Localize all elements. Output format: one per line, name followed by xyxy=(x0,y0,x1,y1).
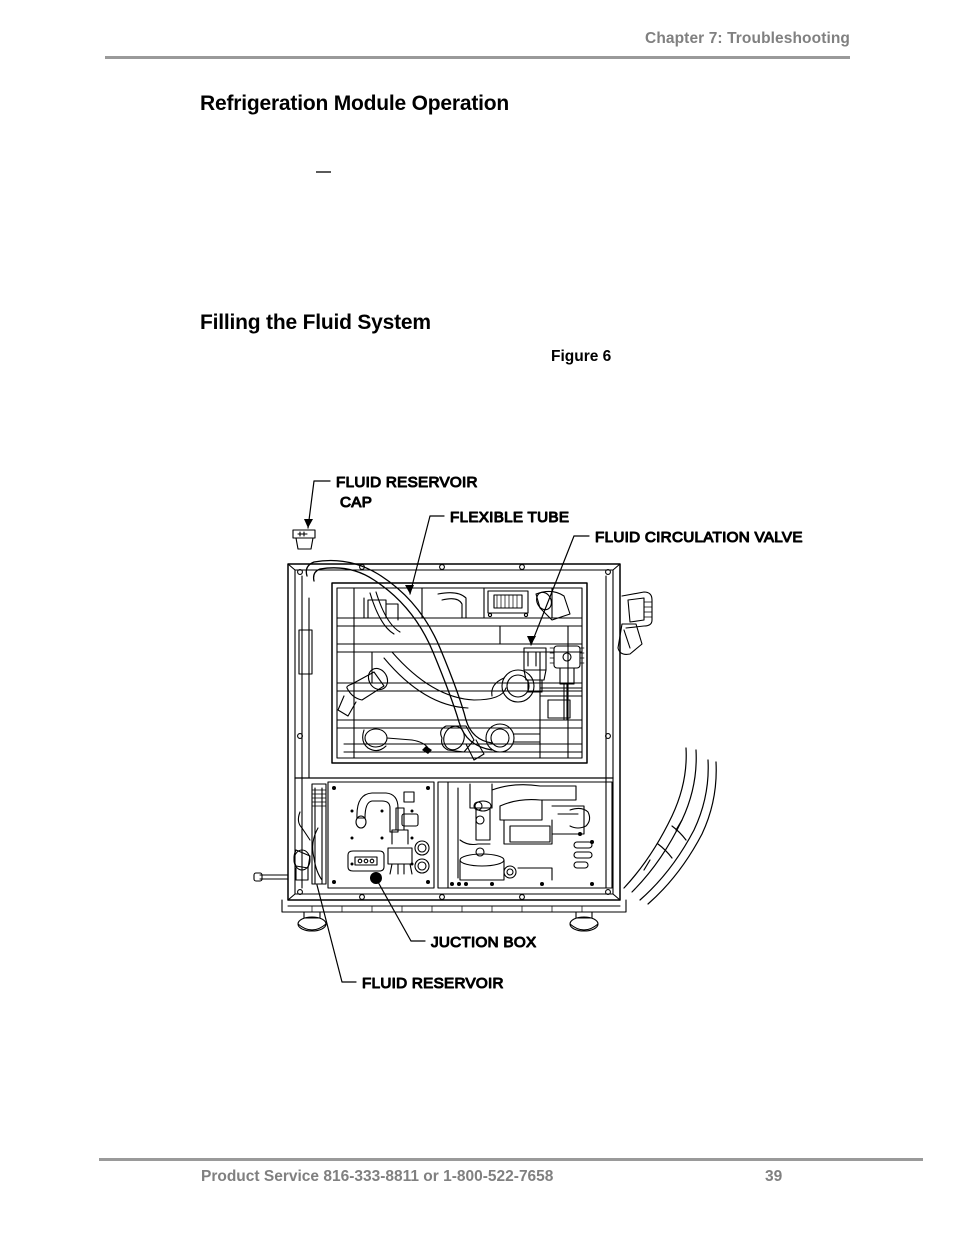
footer-rule xyxy=(99,1158,923,1161)
part-fluid-reservoir-cap xyxy=(292,529,316,550)
figure-caption: Figure 6 xyxy=(551,348,612,365)
section-heading-refrigeration-module-operation: Refrigeration Module Operation xyxy=(200,92,510,116)
cabinet-outer-shell xyxy=(287,563,621,901)
callout-label-juction-box: JUCTION BOX xyxy=(431,934,536,951)
callout-label-fluid-circulation-valve: FLUID CIRCULATION VALVE xyxy=(595,529,803,546)
callout-leaders xyxy=(304,480,590,983)
callout-label-fluid-reservoir-cap-line1: FLUID RESERVOIR xyxy=(336,474,478,491)
callout-label-flexible-tube: FLEXIBLE TUBE xyxy=(450,509,569,526)
callout-label-fluid-reservoir-cap-line2: CAP xyxy=(340,494,372,511)
lower-machinery-bay xyxy=(253,777,614,889)
part-flexible-tube xyxy=(305,559,493,751)
running-header-chapter: Chapter 7: Troubleshooting xyxy=(645,30,850,47)
footer-page-number: 39 xyxy=(765,1168,783,1185)
stray-dash-mark xyxy=(316,171,331,173)
juction-box-marker xyxy=(370,872,382,884)
header-rule xyxy=(105,56,850,59)
upper-condenser-bay xyxy=(331,582,588,764)
section-heading-filling-the-fluid-system: Filling the Fluid System xyxy=(200,311,431,335)
external-hoses xyxy=(623,747,717,905)
footer-product-service: Product Service 816-333-8811 or 1-800-52… xyxy=(201,1168,554,1185)
cabinet-base-and-feet xyxy=(281,899,627,932)
right-side-port-fitting xyxy=(617,591,653,655)
callout-label-fluid-reservoir: FLUID RESERVOIR xyxy=(362,975,504,992)
figure-refrigeration-module: FLUID RESERVOIR CAP FLEXIBLE TUBE FLUID … xyxy=(252,448,812,998)
